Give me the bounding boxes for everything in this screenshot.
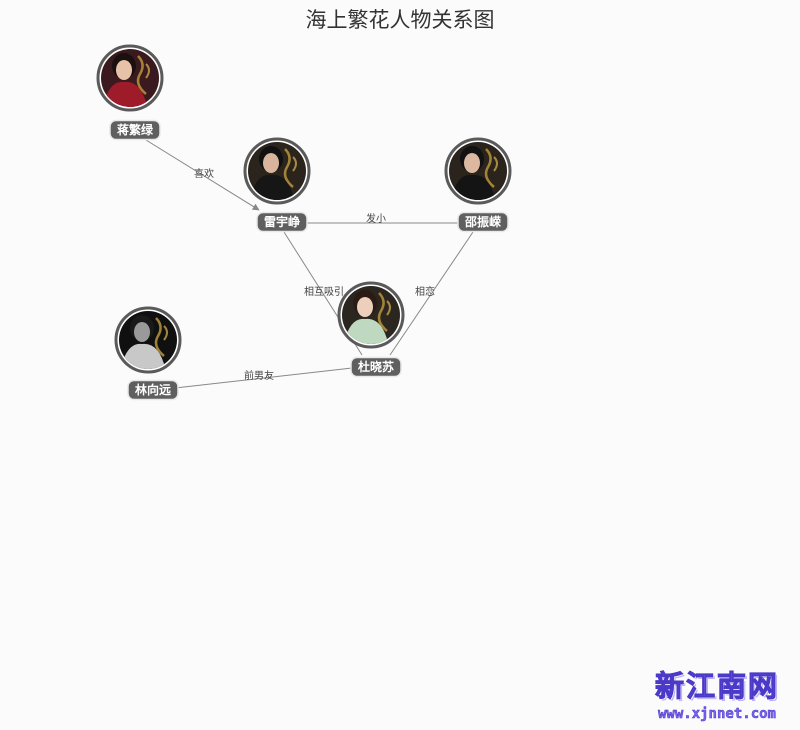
watermark-url: www.xjnnet.com — [657, 706, 777, 723]
node-name: 蒋繁绿 — [117, 122, 154, 137]
edge-label: 喜欢 — [194, 167, 214, 180]
node-label-pill — [109, 119, 161, 141]
edge-line — [174, 367, 353, 389]
node-jiang[interactable]: 蒋繁绿 — [96, 44, 164, 141]
edge-line — [145, 139, 260, 211]
edge-lei-shao: 发小 — [305, 212, 460, 225]
node-name: 雷宇峥 — [264, 214, 300, 229]
node-du[interactable]: 杜晓苏 — [337, 281, 405, 378]
diagram-title: 海上繁花人物关系图 — [305, 8, 495, 32]
node-name: 邵振嵘 — [464, 214, 501, 229]
edge-jiang-lei: 喜欢 — [145, 139, 260, 211]
avatar-portrait — [101, 49, 159, 107]
node-label-pill — [256, 211, 308, 233]
node-name: 杜晓苏 — [358, 359, 394, 374]
avatar-portrait — [248, 142, 306, 200]
node-label-pill — [127, 379, 179, 401]
avatar-portrait — [449, 142, 507, 200]
edge-lin-du: 前男友 — [174, 367, 353, 389]
node-label-pill — [350, 356, 402, 378]
avatar-portrait — [119, 311, 177, 369]
edge-line — [389, 231, 474, 356]
node-lin[interactable]: 林向远 — [114, 306, 182, 401]
edge-shao-du: 相恋 — [389, 231, 474, 356]
node-label-pill — [457, 211, 509, 233]
node-lei[interactable]: 雷宇峥 — [243, 137, 311, 233]
node-shao[interactable]: 邵振嵘 — [444, 137, 512, 233]
watermark-logo: 新江南网 www.xjnnet.com — [642, 668, 792, 723]
edge-label: 发小 — [366, 212, 386, 225]
edge-label: 相恋 — [415, 285, 435, 298]
watermark-name: 新江南网 — [654, 669, 779, 704]
edge-label: 前男友 — [244, 369, 274, 382]
node-name: 林向远 — [135, 382, 171, 397]
edge-label: 相互吸引 — [304, 285, 344, 298]
